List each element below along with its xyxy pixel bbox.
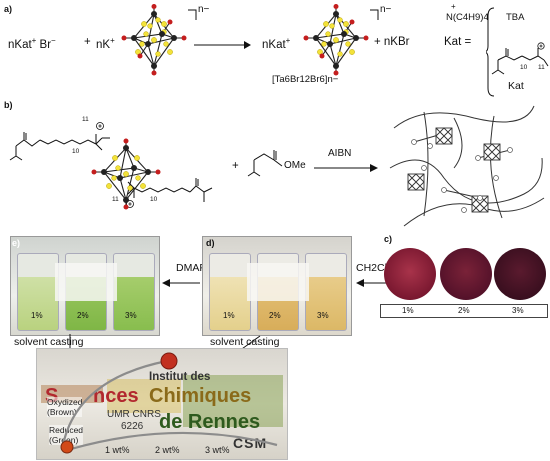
- reaction-arrow-a: [194, 41, 251, 49]
- bracket-2: [370, 9, 379, 20]
- cluster-formula: [Ta6Br12Br6]n−: [272, 74, 339, 85]
- k-charge: +: [110, 36, 115, 45]
- aibn-label: AIBN: [328, 148, 352, 159]
- tba-name: TBA: [506, 12, 525, 23]
- umr-cnrs: UMR CNRS: [107, 409, 161, 420]
- polymer-network: [389, 105, 545, 227]
- film-arc-overlay: [60, 352, 278, 454]
- wt-label-1: 1 wt%: [105, 445, 130, 455]
- dmap-arrow: [162, 279, 200, 287]
- vial-e-paper: [55, 263, 117, 301]
- film-label-2: 2%: [458, 306, 470, 315]
- cluster-1: [121, 4, 187, 76]
- wt-label-2: 2 wt%: [155, 445, 180, 455]
- de-rennes: de Rennes: [159, 411, 261, 433]
- vial-d-label-3: 3%: [317, 311, 329, 320]
- solvent-casting-left-label: solvent casting: [14, 336, 84, 348]
- kat-sub-10: 10: [520, 64, 528, 71]
- photo-vials-d: 1% 2% 3%: [202, 236, 352, 336]
- plus-sign-a1: +: [84, 36, 91, 48]
- film-strip-green: [183, 375, 283, 427]
- b-sub-10-lower: 10: [150, 196, 158, 203]
- word-nces: nces: [93, 385, 139, 407]
- panel-label-c: c): [384, 234, 393, 244]
- mma-structure: [247, 150, 283, 177]
- institut-des: Institut des: [149, 371, 211, 383]
- cluster-charge-1: n−: [198, 4, 210, 15]
- oxidized-label: Oxydized (Brown): [47, 397, 83, 417]
- k-text: nK: [96, 38, 111, 51]
- kat-definition-label: Kat =: [444, 36, 472, 48]
- film-disk-3: [494, 248, 546, 300]
- vial-e-3: [113, 253, 155, 331]
- film-label-box: [380, 304, 548, 318]
- csm-logo: CSM: [233, 435, 268, 451]
- ome-label: OMe: [284, 160, 306, 171]
- panel-label-a: a): [4, 4, 13, 14]
- reactant-kat-br: nKat+ Br−: [8, 36, 56, 51]
- vial-e-label-3: 3%: [125, 311, 137, 320]
- kat-sub-11: 11: [538, 64, 545, 71]
- ch2cl2-label: CH2Cl2: [356, 262, 393, 274]
- oxidized-text: Oxydized: [47, 397, 83, 407]
- vial-d-label-2: 2%: [269, 311, 281, 320]
- umr-number: 6226: [121, 421, 144, 432]
- film-label-3: 3%: [512, 306, 524, 315]
- aibn-arrow: [314, 164, 378, 172]
- photo-films-f: Institut des S nces Chimiques UMR CNRS 6…: [36, 348, 288, 460]
- product-kat-text: nKat: [262, 38, 286, 51]
- word-chimiques: Chimiques: [149, 385, 252, 407]
- dmap-label: DMAP: [176, 262, 207, 274]
- wt-label-3: 3 wt%: [205, 445, 230, 455]
- product-kat: nKat+: [262, 36, 290, 51]
- br-charge: −: [51, 36, 56, 45]
- vial-e-1: [17, 253, 59, 331]
- film-disk-2: [440, 248, 492, 300]
- kat-definition-brace: [486, 7, 549, 97]
- vial-d-label-1: 1%: [223, 311, 235, 320]
- b-sub-11-lower: 11: [112, 196, 119, 203]
- plus-sign-b: +: [232, 160, 239, 172]
- tba-nplus: +: [451, 2, 456, 11]
- product-kbr: + nKBr: [374, 36, 410, 48]
- b-sub-10-upper: 10: [72, 148, 80, 155]
- vial-d-paper: [247, 263, 309, 301]
- reactant-k: nK+: [96, 36, 115, 51]
- film-label-1: 1%: [402, 306, 414, 315]
- cluster-2: [303, 4, 369, 76]
- film-disk-1: [384, 248, 436, 300]
- bracket-1: [188, 9, 197, 20]
- monomer-cluster-structure: [9, 122, 213, 210]
- reduced-text: Reduced: [49, 425, 84, 435]
- panel-label-b: b): [4, 100, 13, 110]
- vial-e-label-1: 1%: [31, 311, 43, 320]
- photo-vials-e: 1% 2% 3%: [10, 236, 160, 336]
- tba-formula: N(C4H9)4: [446, 12, 489, 23]
- kat-name: Kat: [508, 80, 524, 92]
- product-kat-charge: +: [285, 36, 291, 45]
- kat-charge: +: [31, 36, 37, 45]
- vial-d-3: [305, 253, 347, 331]
- solvent-casting-right-label: solvent casting: [210, 336, 280, 348]
- vial-d-1: [209, 253, 251, 331]
- film-strip-yellow: [107, 379, 181, 413]
- panel-label-d: d): [206, 238, 215, 248]
- oxidized-color: (Brown): [47, 407, 77, 417]
- cluster-charge-2: n−: [380, 4, 392, 15]
- b-sub-11-upper: 11: [82, 116, 89, 123]
- br-text: Br: [39, 38, 52, 51]
- kat-text: nKat: [8, 38, 32, 51]
- vial-e-label-2: 2%: [77, 311, 89, 320]
- panel-label-e: e): [12, 238, 21, 248]
